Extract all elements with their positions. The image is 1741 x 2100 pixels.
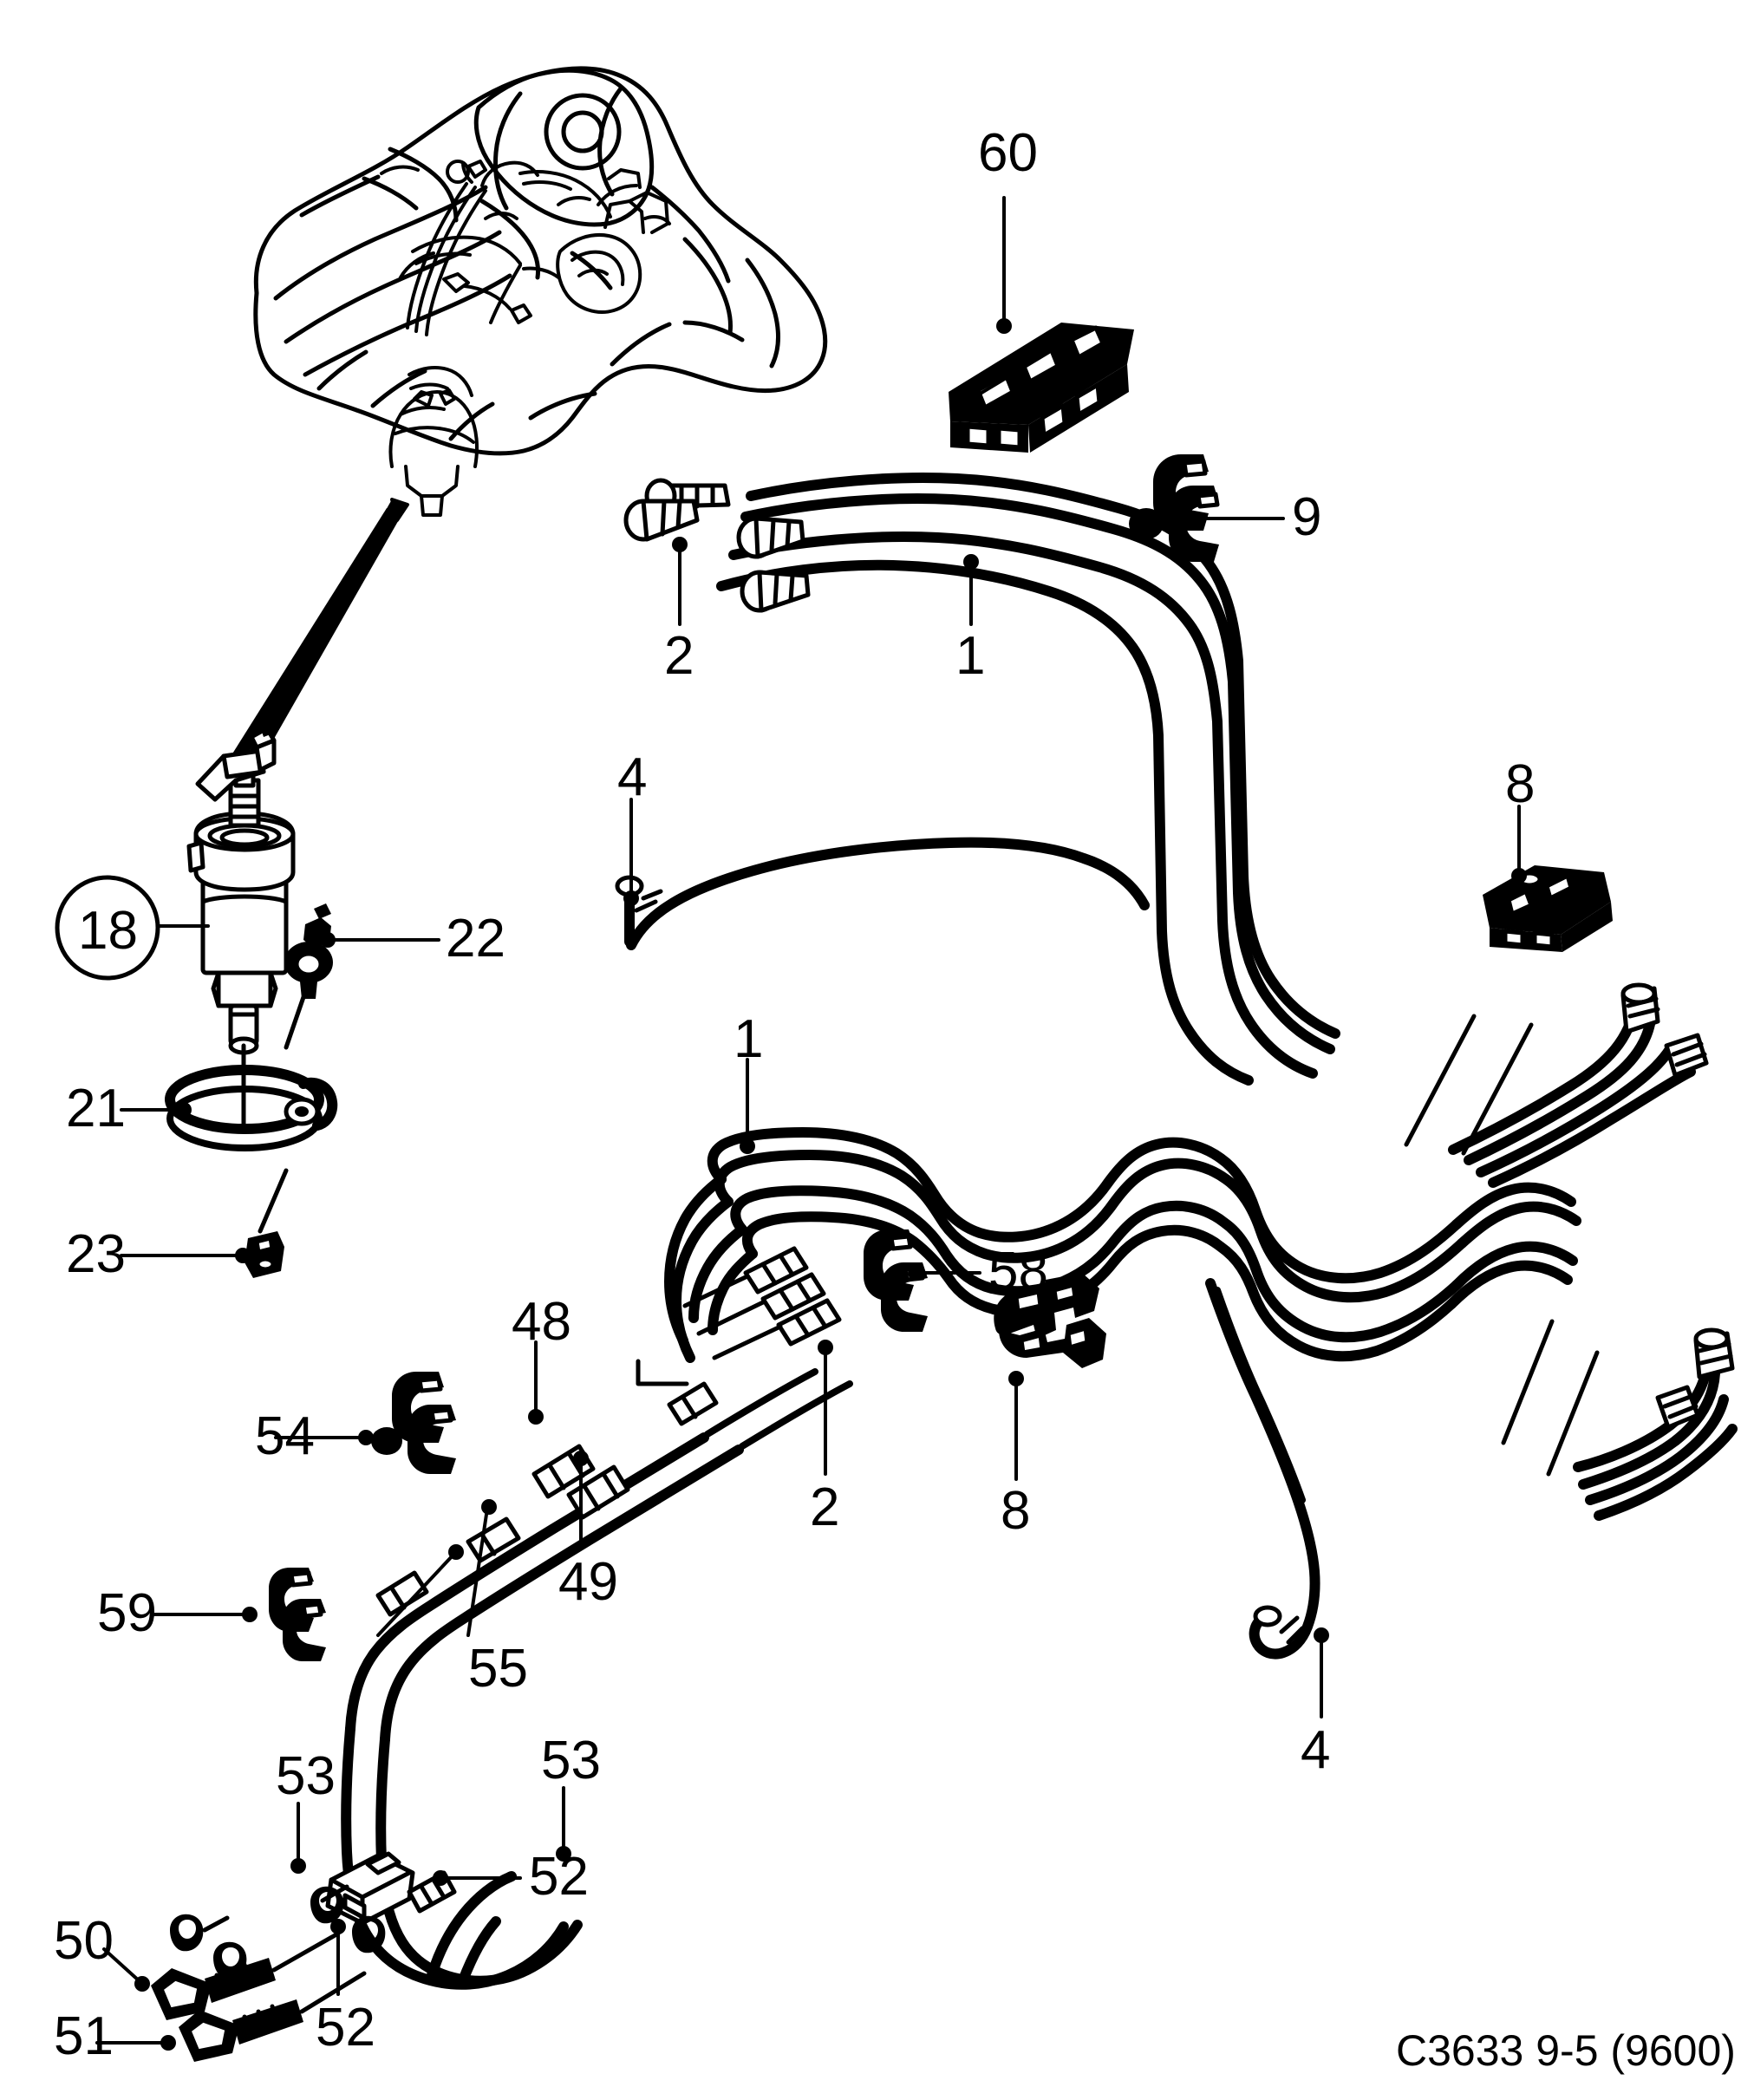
callout-number-9: 9 [1292,487,1322,547]
fuel-tank-illustration [253,66,828,517]
diagram-caption: C3633 9-5 (9600) [1396,2026,1736,2075]
callout-number-2-upper: 2 [664,626,694,686]
fuel-line-stubs-lower-right [1573,1327,1738,1521]
connector-nipple-22 [284,903,333,1050]
bolt-50 [151,1931,341,2020]
callout-number-52-bottom: 52 [316,1998,375,2058]
tank-detail-pointer-arrow [217,498,409,787]
callout-number-48: 48 [512,1292,571,1352]
callout-number-4-upper: 4 [617,747,648,807]
break-marks-mid-right [1501,1319,1600,1477]
upper-fuel-line-bundle [623,472,1340,1086]
callout-number-4-lower: 4 [1301,1720,1331,1780]
callout-number-52-right: 52 [529,1847,589,1907]
filter-clamp-21 [165,1065,338,1151]
callout-number-54: 54 [255,1406,315,1466]
vent-line-4-lower [1205,1278,1320,1660]
callout-number-50: 50 [54,1911,114,1971]
callout-number-23: 23 [66,1224,126,1284]
line-bracket-8-lower [994,1273,1106,1368]
callout-number-1-upper: 1 [955,626,986,686]
callout-number-8-lower: 8 [1001,1481,1031,1541]
line-clip-58 [864,1229,928,1332]
callout-number-60: 60 [978,123,1038,183]
callout-number-51: 51 [54,2006,114,2066]
callout-number-58: 58 [988,1242,1048,1301]
washer-52a [352,1915,386,1953]
tank-sender-module [380,160,671,517]
retaining-clip-53b [170,1914,230,1952]
hose-assembly-48-49-55 [345,1359,853,1745]
callout-number-8-upper: 8 [1505,754,1536,814]
break-marks-upper [1404,1014,1534,1156]
grommet-23 [245,1168,289,1278]
fuel-line-stubs-upper-right [1448,982,1709,1188]
vent-line-4-upper [615,837,1150,950]
callout-number-1-lower: 1 [734,1009,764,1069]
lower-fuel-line-bundle [664,1127,1581,1363]
line-clip-9 [1129,454,1220,562]
callout-number-2-lower: 2 [810,1477,840,1537]
bracket-and-fasteners [151,1724,583,2062]
retainer-clip-60 [949,323,1134,453]
line-bracket-8-upper [1483,865,1613,952]
quick-connect-fittings-2 [623,478,811,613]
fuel-filter-assembly [165,721,338,1278]
callout-number-22: 22 [446,909,505,968]
callout-number-55: 55 [468,1639,528,1699]
callout-number-18: 18 [78,901,138,961]
line-clip-59 [269,1568,326,1661]
bolt-51 [179,1971,367,2062]
callout-number-59: 59 [97,1583,157,1643]
retaining-clip-53a [310,1884,349,1924]
callout-number-53-upper: 53 [541,1731,601,1790]
line-clip-54 [371,1372,456,1474]
callout-number-53-lower: 53 [276,1746,336,1806]
callout-number-49: 49 [558,1552,618,1612]
quick-connect-fittings-lower-2 [682,1246,842,1360]
callout-number-21: 21 [66,1079,126,1138]
callout-leaders [55,196,1527,2051]
